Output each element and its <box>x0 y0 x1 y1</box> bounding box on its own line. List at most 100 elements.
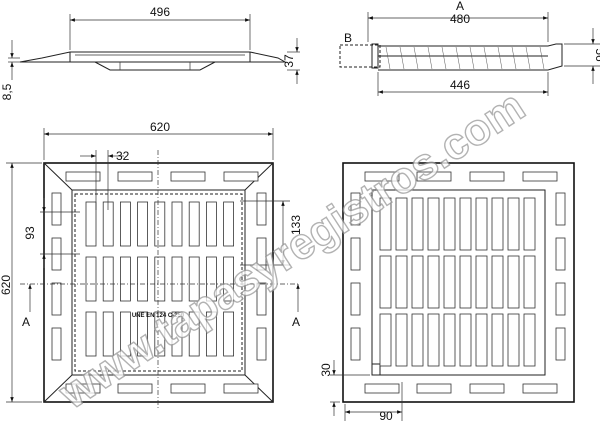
frame-slot <box>223 383 259 394</box>
frame-slot <box>51 282 62 316</box>
frame-slot <box>416 383 452 394</box>
grate-slot <box>85 311 97 357</box>
dim-section-inner-width: 446 <box>450 78 470 92</box>
frame-slot <box>555 282 566 316</box>
grate-slot <box>223 311 235 357</box>
grate-slot <box>507 313 520 367</box>
frame-slot <box>555 192 566 226</box>
dim-slot-length: 133 <box>289 215 303 235</box>
grate-slot <box>475 313 488 367</box>
grate-slot <box>120 256 131 302</box>
frame-slot <box>364 171 400 182</box>
frame-slot <box>170 383 206 394</box>
frame-slot <box>350 327 361 361</box>
frame-slot <box>416 171 452 182</box>
dim-slot-pitch: 93 <box>23 226 37 240</box>
grate-slot <box>154 256 166 302</box>
grate-slot <box>459 313 472 367</box>
grate-slot <box>379 255 392 309</box>
frame-slot <box>522 171 558 182</box>
grate-slot <box>223 201 235 247</box>
frame-slot <box>555 237 566 271</box>
grate-slot <box>491 197 504 251</box>
detail-label-b: B <box>344 31 352 45</box>
dim-side-width: 496 <box>150 5 170 19</box>
section-mark-a-right: A <box>292 315 300 329</box>
dim-side-height: 37 <box>282 54 296 68</box>
grate-slot <box>102 311 114 357</box>
frame-slot <box>51 327 62 361</box>
grate-slot <box>411 255 424 309</box>
grate-slot <box>379 197 392 251</box>
grate-slot <box>411 313 424 367</box>
grate-slot <box>205 311 217 357</box>
frame-slot <box>117 171 153 182</box>
grate-slot <box>137 201 149 247</box>
grate-slot <box>102 256 114 302</box>
section-rib <box>483 46 489 70</box>
grate-slot <box>188 256 200 302</box>
dim-plan-height: 620 <box>0 275 13 295</box>
section-rib <box>497 46 503 70</box>
grate-slot <box>443 197 456 251</box>
frame-slot <box>117 383 153 394</box>
section-view <box>339 12 600 96</box>
frame-slot <box>350 192 361 226</box>
grate-marking-text: UNE EN 124 C-250 <box>132 313 185 319</box>
section-rib <box>525 46 531 70</box>
grate-slot <box>443 313 456 367</box>
frame-slot <box>65 171 101 182</box>
frame-slot <box>223 171 259 182</box>
frame-slot <box>350 237 361 271</box>
grate-slot <box>205 256 217 302</box>
frame-slot <box>469 383 505 394</box>
grate-slot <box>154 201 166 247</box>
grate-slot <box>85 256 97 302</box>
grate-slot <box>459 255 472 309</box>
frame-slot <box>256 282 267 316</box>
grate-slot <box>411 197 424 251</box>
grate-slot <box>507 197 520 251</box>
section-rib <box>455 46 461 70</box>
section-rib <box>539 46 545 70</box>
frame-slot <box>256 237 267 271</box>
grate-slot <box>427 255 440 309</box>
grate-slot <box>85 201 97 247</box>
frame-slot <box>364 383 400 394</box>
grate-slot <box>395 255 408 309</box>
frame-slot <box>256 327 267 361</box>
grate-slot <box>491 313 504 367</box>
grate-slot <box>120 201 131 247</box>
grate-slot <box>523 313 536 367</box>
grate-slot <box>507 255 520 309</box>
grate-slot <box>137 311 149 357</box>
grate-slot <box>491 255 504 309</box>
section-rib <box>427 46 433 70</box>
side-view <box>8 14 300 84</box>
grate-slot <box>459 197 472 251</box>
frame-slot <box>170 171 206 182</box>
frame-slot <box>65 383 101 394</box>
grate-slot <box>523 255 536 309</box>
grate-slot <box>154 311 166 357</box>
grate-slot <box>395 313 408 367</box>
plan-view-top <box>6 128 300 410</box>
frame-slot <box>555 327 566 361</box>
frame-slot <box>469 171 505 182</box>
frame-slot <box>350 282 361 316</box>
grate-slot <box>443 255 456 309</box>
grate-slot <box>171 256 183 302</box>
grate-slot <box>137 256 149 302</box>
section-rib <box>511 46 517 70</box>
section-label-a-top: A <box>456 0 464 13</box>
dim-frame-height: 30 <box>319 363 333 377</box>
grate-slot <box>223 256 235 302</box>
dim-side-thickness: 8,5 <box>0 83 14 100</box>
frame-slot <box>522 383 558 394</box>
section-rib <box>441 46 447 70</box>
grate-slot <box>205 201 217 247</box>
grate-slot <box>171 311 183 357</box>
section-rib <box>385 46 391 70</box>
section-rib <box>413 46 419 70</box>
